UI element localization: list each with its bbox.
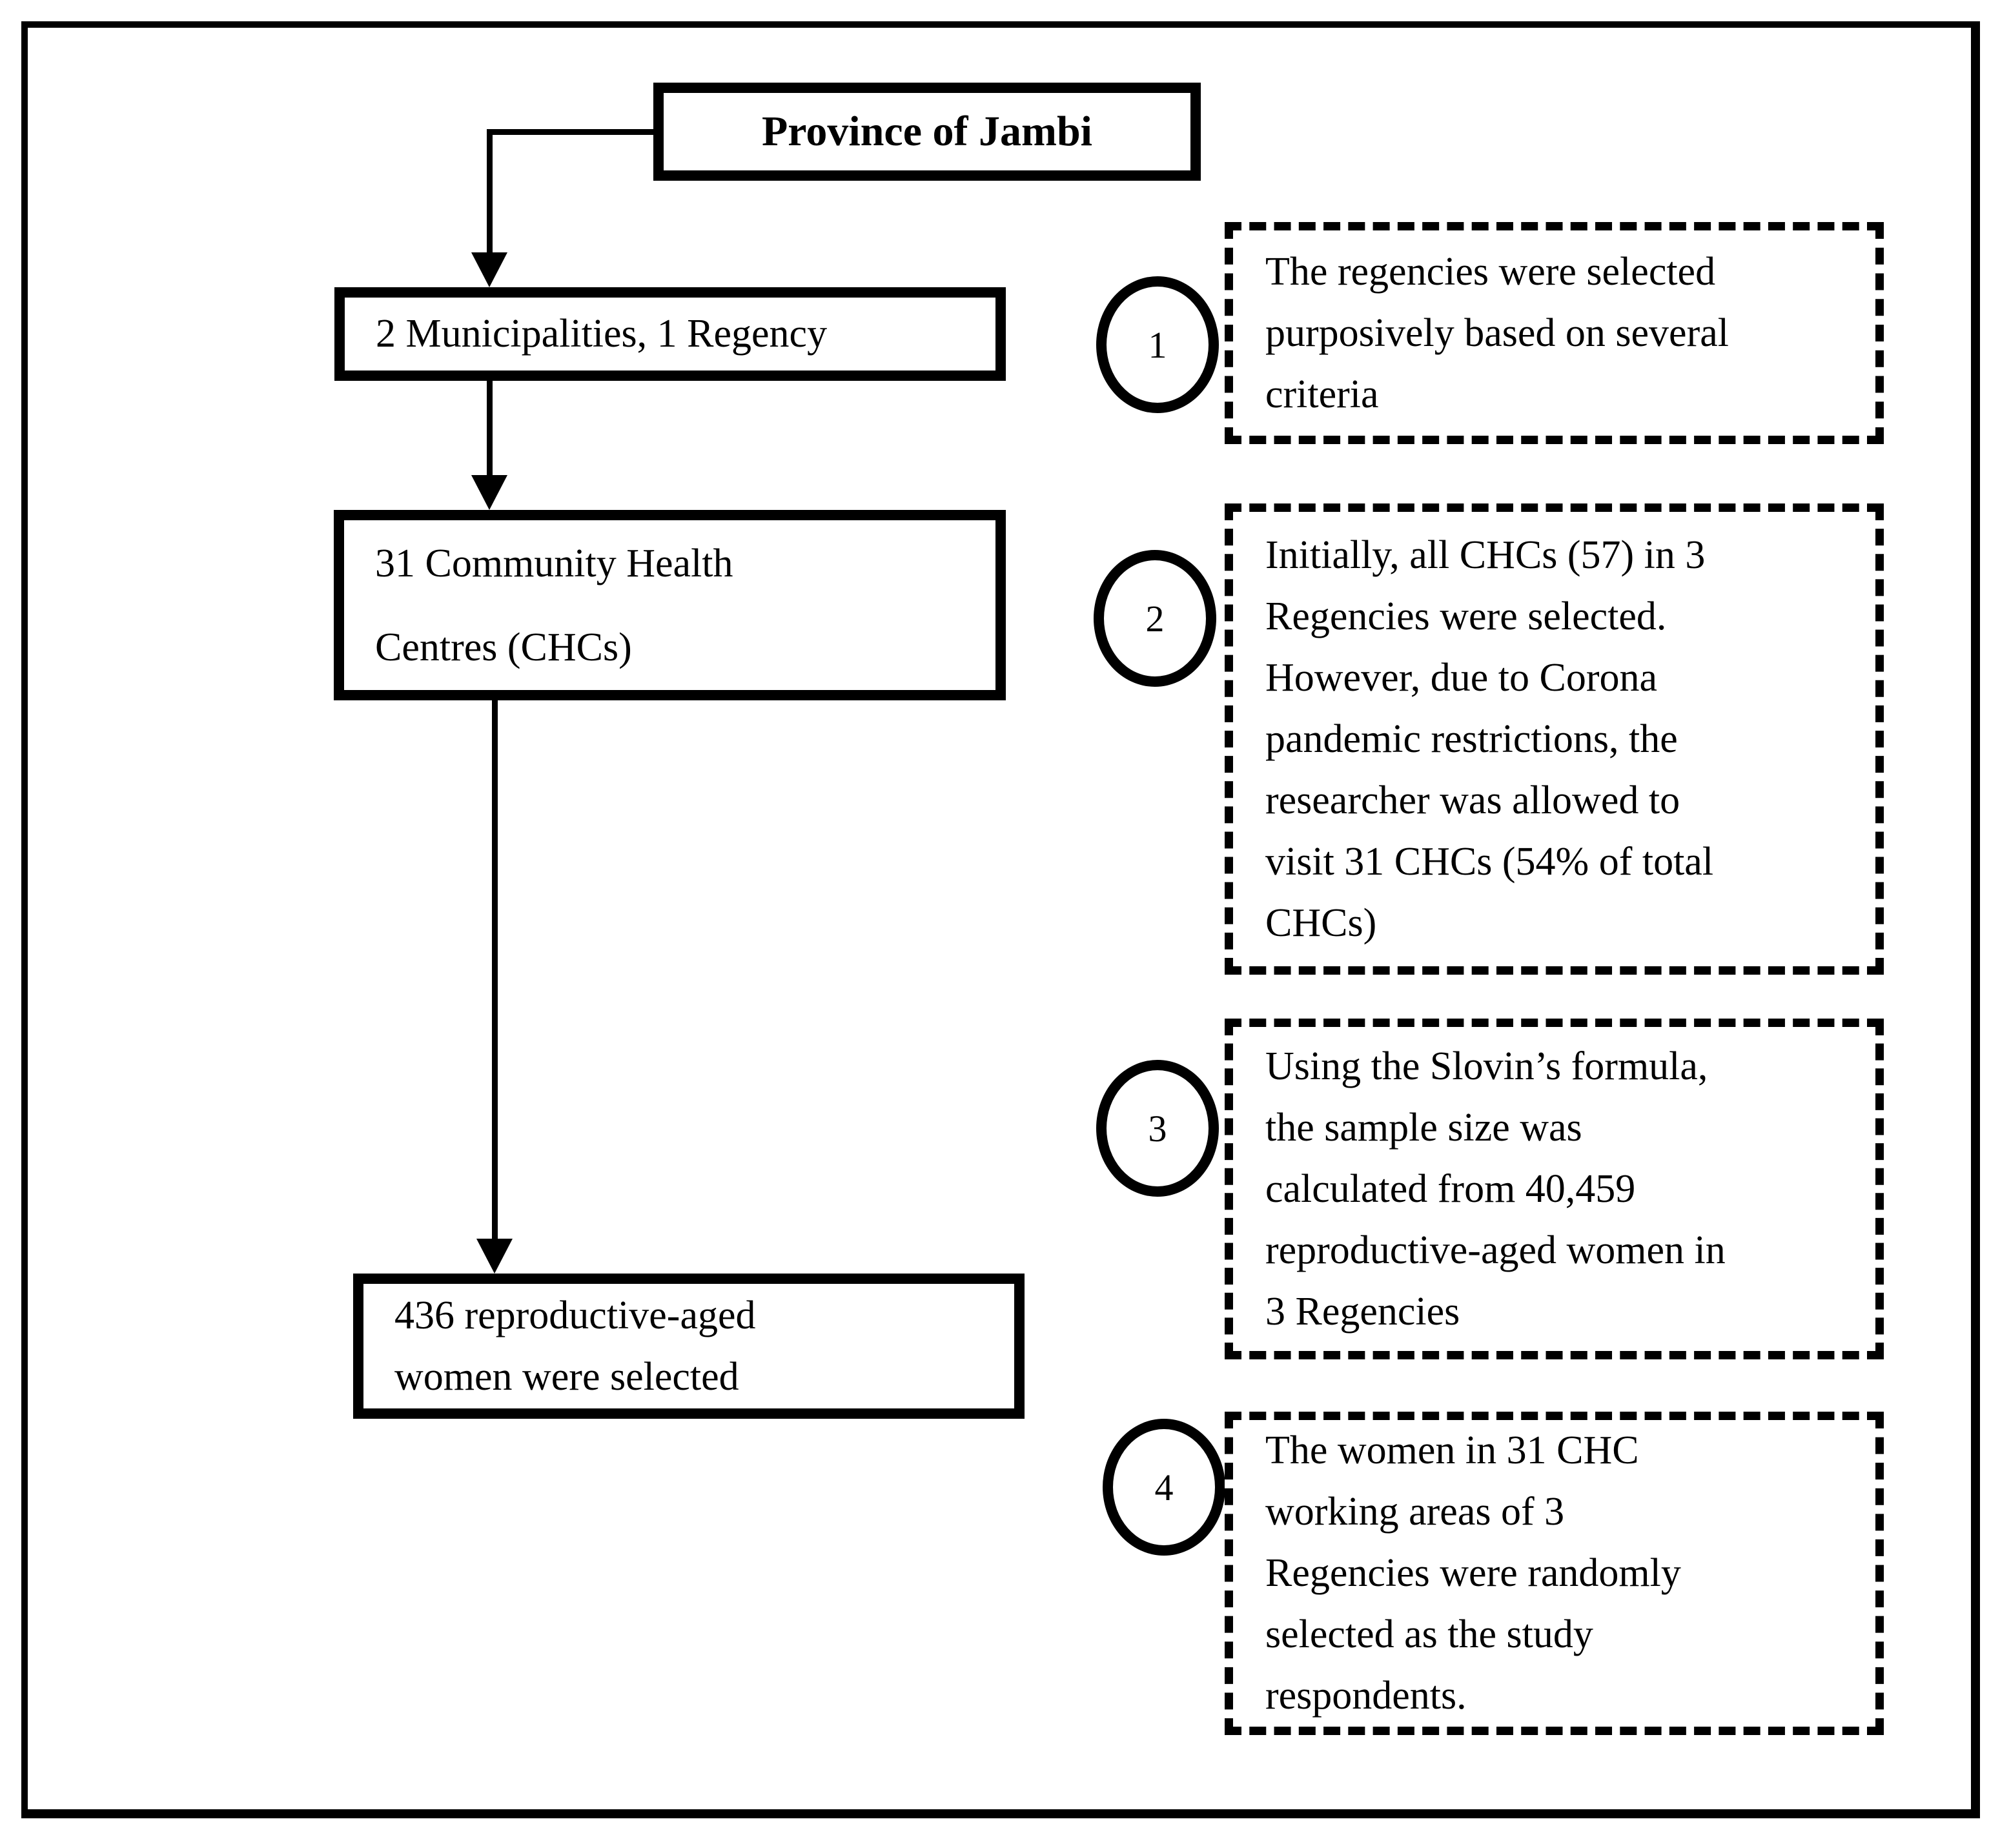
step-number: 2 (1145, 597, 1165, 640)
province-box: Province of Jambi (653, 83, 1201, 181)
arrowhead-down-icon (471, 252, 507, 287)
annotation-box-3: Using the Slovin’s formula, the sample s… (1225, 1019, 1884, 1359)
connector-chc-women (492, 699, 498, 1243)
arrowhead-down-icon (471, 475, 507, 510)
annotation-box-4: The women in 31 CHC working areas of 3 R… (1225, 1412, 1884, 1735)
arrowhead-down-icon (476, 1239, 513, 1274)
step-number: 4 (1154, 1466, 1174, 1508)
step-number: 3 (1148, 1107, 1167, 1150)
step-circle-1: 1 (1096, 276, 1219, 413)
chc-box: 31 Community Health Centres (CHCs) (334, 510, 1006, 700)
step-number: 1 (1148, 323, 1167, 366)
step-circle-4: 4 (1103, 1419, 1225, 1556)
selected-women-box: 436 reproductive-aged women were selecte… (353, 1274, 1025, 1419)
connector-elbow-vertical (487, 129, 493, 256)
annotation-box-1: The regencies were selected purposively … (1225, 222, 1884, 444)
connector-elbow-horizontal (487, 129, 653, 135)
connector-muni-chc (487, 380, 493, 478)
step-circle-3: 3 (1096, 1060, 1219, 1197)
annotation-box-2: Initially, all CHCs (57) in 3 Regencies … (1225, 503, 1884, 975)
step-circle-2: 2 (1094, 550, 1216, 687)
municipalities-box: 2 Municipalities, 1 Regency (334, 287, 1006, 381)
